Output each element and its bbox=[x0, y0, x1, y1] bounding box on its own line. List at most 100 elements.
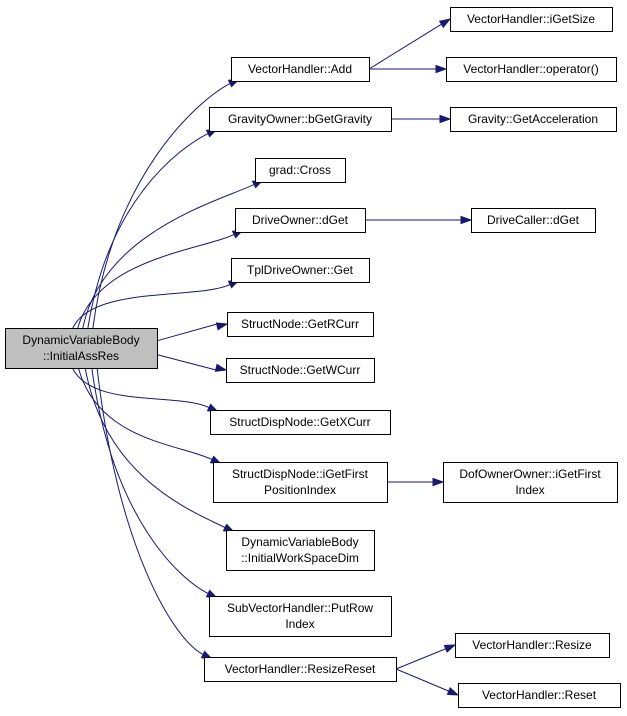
edge-arrowhead bbox=[438, 18, 452, 29]
edge-root-to-structnode-r bbox=[156, 322, 229, 342]
node-label: grad::Cross bbox=[269, 163, 331, 177]
node-box bbox=[450, 7, 613, 32]
node-structnode-r[interactable]: StructNode::GetRCurr bbox=[227, 312, 374, 337]
node-label: SubVectorHandler::PutRow bbox=[227, 601, 373, 615]
node-label: VectorHandler::Add bbox=[248, 62, 352, 76]
node-box bbox=[204, 657, 397, 682]
edge-vh-resizereset-to-vh-reset bbox=[395, 668, 460, 696]
edge-line bbox=[82, 183, 256, 329]
node-box bbox=[210, 410, 391, 435]
node-label: DriveCaller::dGet bbox=[487, 213, 580, 227]
node-box bbox=[458, 683, 621, 708]
node-label: VectorHandler::iGetSize bbox=[467, 12, 595, 26]
edge-vh-add-to-vh-operator bbox=[369, 64, 448, 74]
edge-arrowhead bbox=[443, 644, 457, 653]
node-box bbox=[226, 530, 375, 571]
edge-line bbox=[395, 647, 447, 670]
edge-line bbox=[91, 367, 210, 595]
edge-root-to-vh-resizereset bbox=[96, 367, 214, 660]
node-box bbox=[471, 208, 596, 233]
edge-arrowhead bbox=[214, 363, 228, 372]
node-dvb-workspace[interactable]: DynamicVariableBody::InitialWorkSpaceDim bbox=[226, 530, 375, 571]
node-label: VectorHandler::Reset bbox=[482, 688, 597, 702]
node-box bbox=[255, 158, 346, 183]
node-box bbox=[227, 312, 374, 337]
node-label: StructDispNode::iGetFirst bbox=[232, 467, 369, 481]
edge-arrowhead bbox=[460, 215, 473, 225]
edge-line bbox=[395, 668, 450, 692]
node-box bbox=[455, 633, 610, 658]
node-label: ::InitialWorkSpaceDim bbox=[241, 551, 359, 565]
node-box bbox=[443, 462, 618, 503]
edge-structdisp-first-to-dofowner bbox=[387, 477, 445, 487]
edge-root-to-subvh-putrow bbox=[91, 367, 219, 599]
node-tpldriveowner[interactable]: TplDriveOwner::Get bbox=[231, 258, 370, 283]
node-vh-reset[interactable]: VectorHandler::Reset bbox=[458, 683, 621, 708]
edge-arrowhead bbox=[215, 322, 229, 331]
node-vh-resizereset[interactable]: VectorHandler::ResizeReset bbox=[204, 657, 397, 682]
edge-arrowhead bbox=[435, 64, 448, 74]
edge-vh-add-to-vh-igetsize bbox=[368, 18, 452, 70]
node-label: Index bbox=[515, 483, 544, 497]
node-vh-resize[interactable]: VectorHandler::Resize bbox=[455, 633, 610, 658]
node-vh-operator[interactable]: VectorHandler::operator() bbox=[446, 57, 617, 82]
edge-root-to-structnode-w bbox=[156, 354, 228, 372]
node-label: PositionIndex bbox=[264, 483, 336, 497]
edge-line bbox=[77, 233, 236, 329]
node-box bbox=[231, 57, 370, 82]
node-box bbox=[450, 107, 617, 132]
node-label: Index bbox=[285, 617, 314, 631]
node-driveowner[interactable]: DriveOwner::dGet bbox=[235, 208, 366, 233]
edge-line bbox=[92, 82, 232, 329]
node-box bbox=[446, 57, 617, 82]
node-vh-add[interactable]: VectorHandler::Add bbox=[231, 57, 370, 82]
edge-vh-resizereset-to-vh-resize bbox=[395, 644, 457, 670]
nodes-layer: DynamicVariableBody::InitialAssResVector… bbox=[5, 7, 621, 708]
node-gravityowner[interactable]: GravityOwner::bGetGravity bbox=[209, 107, 392, 132]
node-label: VectorHandler::ResizeReset bbox=[225, 662, 376, 676]
edge-root-to-grad-cross bbox=[82, 179, 265, 329]
edge-line bbox=[96, 367, 205, 656]
edge-line bbox=[84, 367, 227, 529]
node-box bbox=[213, 462, 388, 503]
node-label: DriveOwner::dGet bbox=[252, 213, 349, 227]
edge-line bbox=[368, 23, 443, 70]
edge-line bbox=[156, 323, 218, 342]
edge-root-to-driveowner bbox=[77, 229, 245, 329]
edge-line bbox=[156, 354, 217, 371]
node-drivecaller[interactable]: DriveCaller::dGet bbox=[471, 208, 596, 233]
node-box bbox=[231, 258, 370, 283]
node-label: TplDriveOwner::Get bbox=[247, 263, 354, 277]
node-label: DofOwnerOwner::iGetFirst bbox=[459, 467, 601, 481]
edge-root-to-tpldriveowner bbox=[72, 279, 241, 329]
node-label: Gravity::GetAcceleration bbox=[468, 112, 598, 126]
node-vh-igetsize[interactable]: VectorHandler::iGetSize bbox=[450, 7, 613, 32]
edge-arrowhead bbox=[432, 477, 445, 487]
node-structdisp-x[interactable]: StructDispNode::GetXCurr bbox=[210, 410, 391, 435]
node-label: ::InitialAssRes bbox=[43, 349, 119, 363]
node-box bbox=[5, 328, 158, 369]
node-box bbox=[226, 358, 375, 383]
node-grad-cross[interactable]: grad::Cross bbox=[255, 158, 346, 183]
edge-line bbox=[87, 132, 210, 329]
edge-line bbox=[72, 283, 232, 329]
node-structnode-w[interactable]: StructNode::GetWCurr bbox=[226, 358, 375, 383]
node-label: VectorHandler::operator() bbox=[463, 62, 598, 76]
node-box bbox=[209, 596, 392, 637]
node-label: StructNode::GetRCurr bbox=[241, 317, 359, 331]
node-root[interactable]: DynamicVariableBody::InitialAssRes bbox=[5, 328, 158, 369]
edge-arrowhead bbox=[446, 687, 460, 696]
node-label: StructDispNode::GetXCurr bbox=[229, 415, 370, 429]
node-box bbox=[235, 208, 366, 233]
edge-root-to-gravityowner bbox=[87, 128, 219, 329]
node-gravity[interactable]: Gravity::GetAcceleration bbox=[450, 107, 617, 132]
edge-gravityowner-to-gravity bbox=[391, 114, 452, 124]
edge-driveowner-to-drivecaller bbox=[365, 215, 473, 225]
node-label: DynamicVariableBody bbox=[241, 535, 358, 549]
node-label: GravityOwner::bGetGravity bbox=[228, 112, 372, 126]
edge-line bbox=[77, 367, 214, 461]
